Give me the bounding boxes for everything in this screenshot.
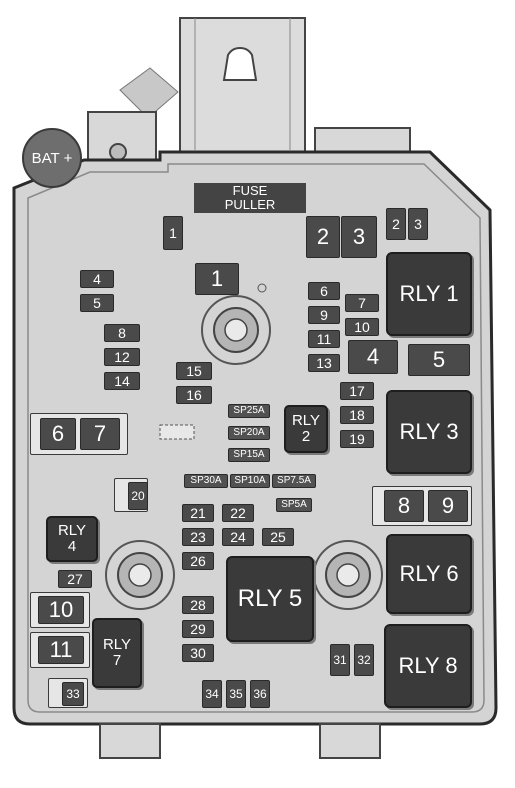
fuse-puller[interactable]: FUSE PULLER	[194, 183, 306, 213]
fuse-24[interactable]: 24	[222, 528, 254, 546]
fuse-10-maxi[interactable]: 10	[38, 596, 84, 624]
spare-10a[interactable]: SP10A	[230, 474, 270, 488]
spare-25a[interactable]: SP25A	[228, 404, 270, 418]
relay-1[interactable]: RLY 1	[386, 252, 472, 336]
relay-6[interactable]: RLY 6	[386, 534, 472, 614]
fuse-1-maxi[interactable]: 1	[195, 263, 239, 295]
spare-20a[interactable]: SP20A	[228, 426, 270, 440]
fuse-3-top[interactable]: 3	[408, 208, 428, 240]
fuse-11[interactable]: 11	[308, 330, 340, 348]
fuse-29[interactable]: 29	[182, 620, 214, 638]
bottom-tab-left	[99, 723, 161, 759]
spare-30a[interactable]: SP30A	[184, 474, 228, 488]
bracket-keyhole	[222, 46, 258, 81]
fuse-34[interactable]: 34	[202, 680, 222, 708]
fuse-5-maxi[interactable]: 5	[408, 344, 470, 376]
relay-5[interactable]: RLY 5	[226, 556, 314, 642]
fuse-6-maxi[interactable]: 6	[40, 418, 76, 450]
fuse-15[interactable]: 15	[176, 362, 212, 380]
fuse-4[interactable]: 4	[80, 270, 114, 288]
fuse-10[interactable]: 10	[345, 318, 379, 336]
fuse-9[interactable]: 9	[308, 306, 340, 324]
spare-7-5a[interactable]: SP7.5A	[272, 474, 316, 488]
fuse-31[interactable]: 31	[330, 644, 350, 676]
fuse-11-maxi[interactable]: 11	[38, 636, 84, 664]
fuse-6[interactable]: 6	[308, 282, 340, 300]
spare-15a[interactable]: SP15A	[228, 448, 270, 462]
fuse-25[interactable]: 25	[262, 528, 294, 546]
fuse-28[interactable]: 28	[182, 596, 214, 614]
fuse-1-mini[interactable]: 1	[163, 216, 183, 250]
fuse-30[interactable]: 30	[182, 644, 214, 662]
fuse-18[interactable]: 18	[340, 406, 374, 424]
fuse-2-top[interactable]: 2	[386, 208, 406, 240]
fuse-9-maxi[interactable]: 9	[428, 490, 468, 522]
battery-cable	[119, 67, 179, 119]
stud-top	[201, 295, 271, 365]
fuse-36[interactable]: 36	[250, 680, 270, 708]
stud-left	[105, 540, 175, 610]
fuse-16[interactable]: 16	[176, 386, 212, 404]
battery-positive-terminal: BAT +	[22, 128, 82, 188]
fuse-13[interactable]: 13	[308, 354, 340, 372]
spare-5a[interactable]: SP5A	[276, 498, 312, 512]
fuse-23[interactable]: 23	[182, 528, 214, 546]
fuse-21[interactable]: 21	[182, 504, 214, 522]
relay-2[interactable]: RLY 2	[284, 405, 328, 453]
stud-right	[313, 540, 383, 610]
fuse-35[interactable]: 35	[226, 680, 246, 708]
relay-4[interactable]: RLY 4	[46, 516, 98, 562]
relay-7[interactable]: RLY 7	[92, 618, 142, 688]
fuse-3[interactable]: 3	[341, 216, 377, 258]
fuse-4-maxi[interactable]: 4	[348, 340, 398, 374]
fuse-22[interactable]: 22	[222, 504, 254, 522]
fuse-20[interactable]: 20	[128, 482, 148, 510]
relay-8[interactable]: RLY 8	[384, 624, 472, 708]
fuse-26[interactable]: 26	[182, 552, 214, 570]
mounting-bracket	[179, 17, 306, 154]
fuse-32[interactable]: 32	[354, 644, 374, 676]
fuse-7[interactable]: 7	[345, 294, 379, 312]
fuse-19[interactable]: 19	[340, 430, 374, 448]
fuse-5[interactable]: 5	[80, 294, 114, 312]
fuse-7-maxi[interactable]: 7	[80, 418, 120, 450]
fuse-12[interactable]: 12	[104, 348, 140, 366]
bottom-tab-right	[319, 723, 381, 759]
fuse-8[interactable]: 8	[104, 324, 140, 342]
fuse-8-maxi[interactable]: 8	[384, 490, 424, 522]
relay-3[interactable]: RLY 3	[386, 390, 472, 474]
fuse-17[interactable]: 17	[340, 382, 374, 400]
fuse-33[interactable]: 33	[62, 682, 84, 706]
fuse-14[interactable]: 14	[104, 372, 140, 390]
fuse-2[interactable]: 2	[306, 216, 340, 258]
fuse-27[interactable]: 27	[58, 570, 92, 588]
